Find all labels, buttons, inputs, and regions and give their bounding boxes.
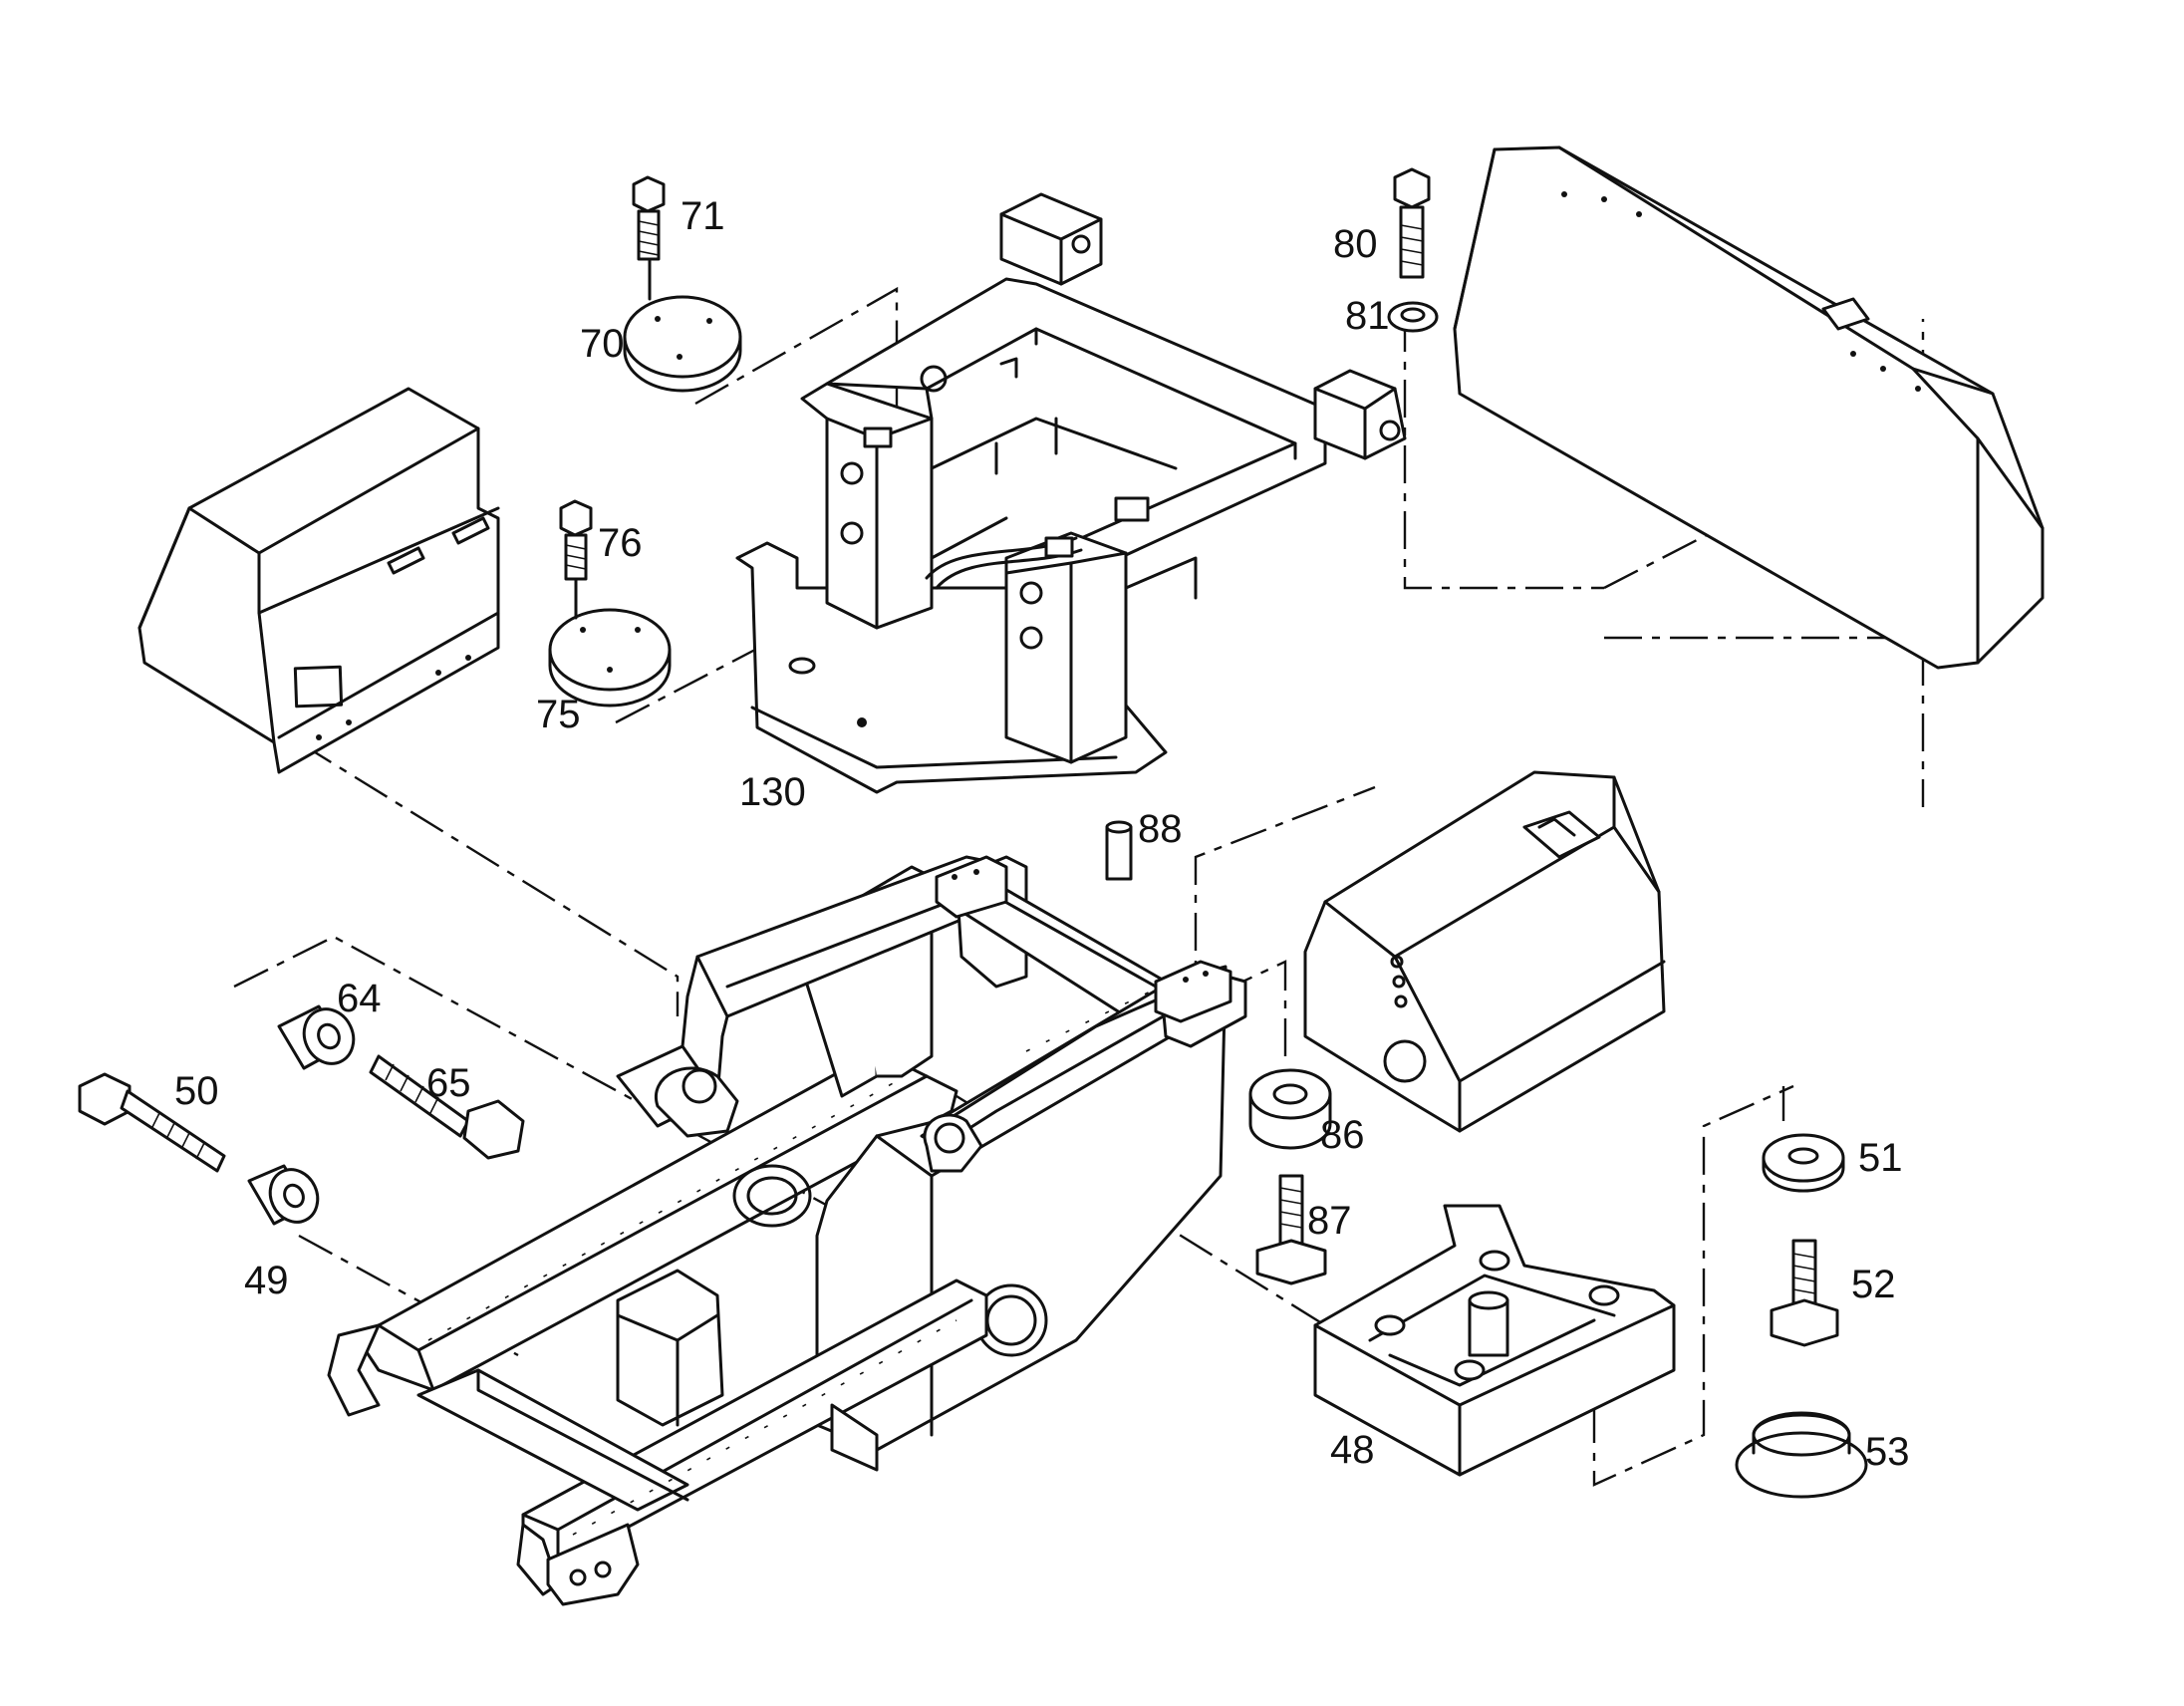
callout-labels: 71 70 80 81 76 75 130 88 64 65 50 49 86 … xyxy=(174,194,1910,1474)
callout-88: 88 xyxy=(1138,807,1183,851)
callout-86: 86 xyxy=(1320,1113,1365,1157)
bushing-86 xyxy=(1248,1068,1332,1150)
callout-64: 64 xyxy=(337,977,382,1020)
bolt-87 xyxy=(1255,1174,1327,1285)
callout-51: 51 xyxy=(1858,1136,1903,1180)
cover-plate-75 xyxy=(548,576,672,708)
callout-65: 65 xyxy=(426,1061,471,1105)
bolt-71 xyxy=(632,175,666,261)
bushing-49 xyxy=(247,1164,320,1226)
callout-70: 70 xyxy=(580,322,625,366)
upper-frame-130 xyxy=(735,192,1407,794)
bolt-76 xyxy=(559,499,593,581)
callout-52: 52 xyxy=(1851,1263,1896,1306)
frame-mount-plate xyxy=(1154,960,1232,1023)
callout-80: 80 xyxy=(1333,222,1378,266)
main-chassis-frame xyxy=(327,855,1247,1606)
callout-49: 49 xyxy=(244,1259,289,1302)
callout-75: 75 xyxy=(536,693,581,736)
mount-bracket-48 xyxy=(1313,1204,1676,1477)
pin-88 xyxy=(1105,820,1133,881)
callout-48: 48 xyxy=(1330,1428,1375,1472)
washer-81 xyxy=(1387,301,1439,333)
callout-81: 81 xyxy=(1345,294,1390,338)
bolt-52 xyxy=(1770,1239,1839,1347)
callout-76: 76 xyxy=(598,521,643,565)
washer-51 xyxy=(1762,1133,1845,1193)
callout-87: 87 xyxy=(1307,1199,1352,1243)
leveling-pad-53 xyxy=(1735,1411,1868,1499)
left-cover xyxy=(137,387,500,774)
cover-plate-70 xyxy=(623,259,742,393)
callout-53: 53 xyxy=(1865,1430,1910,1474)
bolt-65 xyxy=(369,1054,525,1160)
callout-130: 130 xyxy=(739,770,806,814)
bolt-80 xyxy=(1393,167,1431,279)
callout-50: 50 xyxy=(174,1069,219,1113)
bushing-64 xyxy=(277,1004,356,1070)
right-cover-large xyxy=(1453,145,2045,670)
battery-box xyxy=(1303,770,1666,1133)
callout-71: 71 xyxy=(681,194,725,238)
bolt-50 xyxy=(78,1072,226,1173)
